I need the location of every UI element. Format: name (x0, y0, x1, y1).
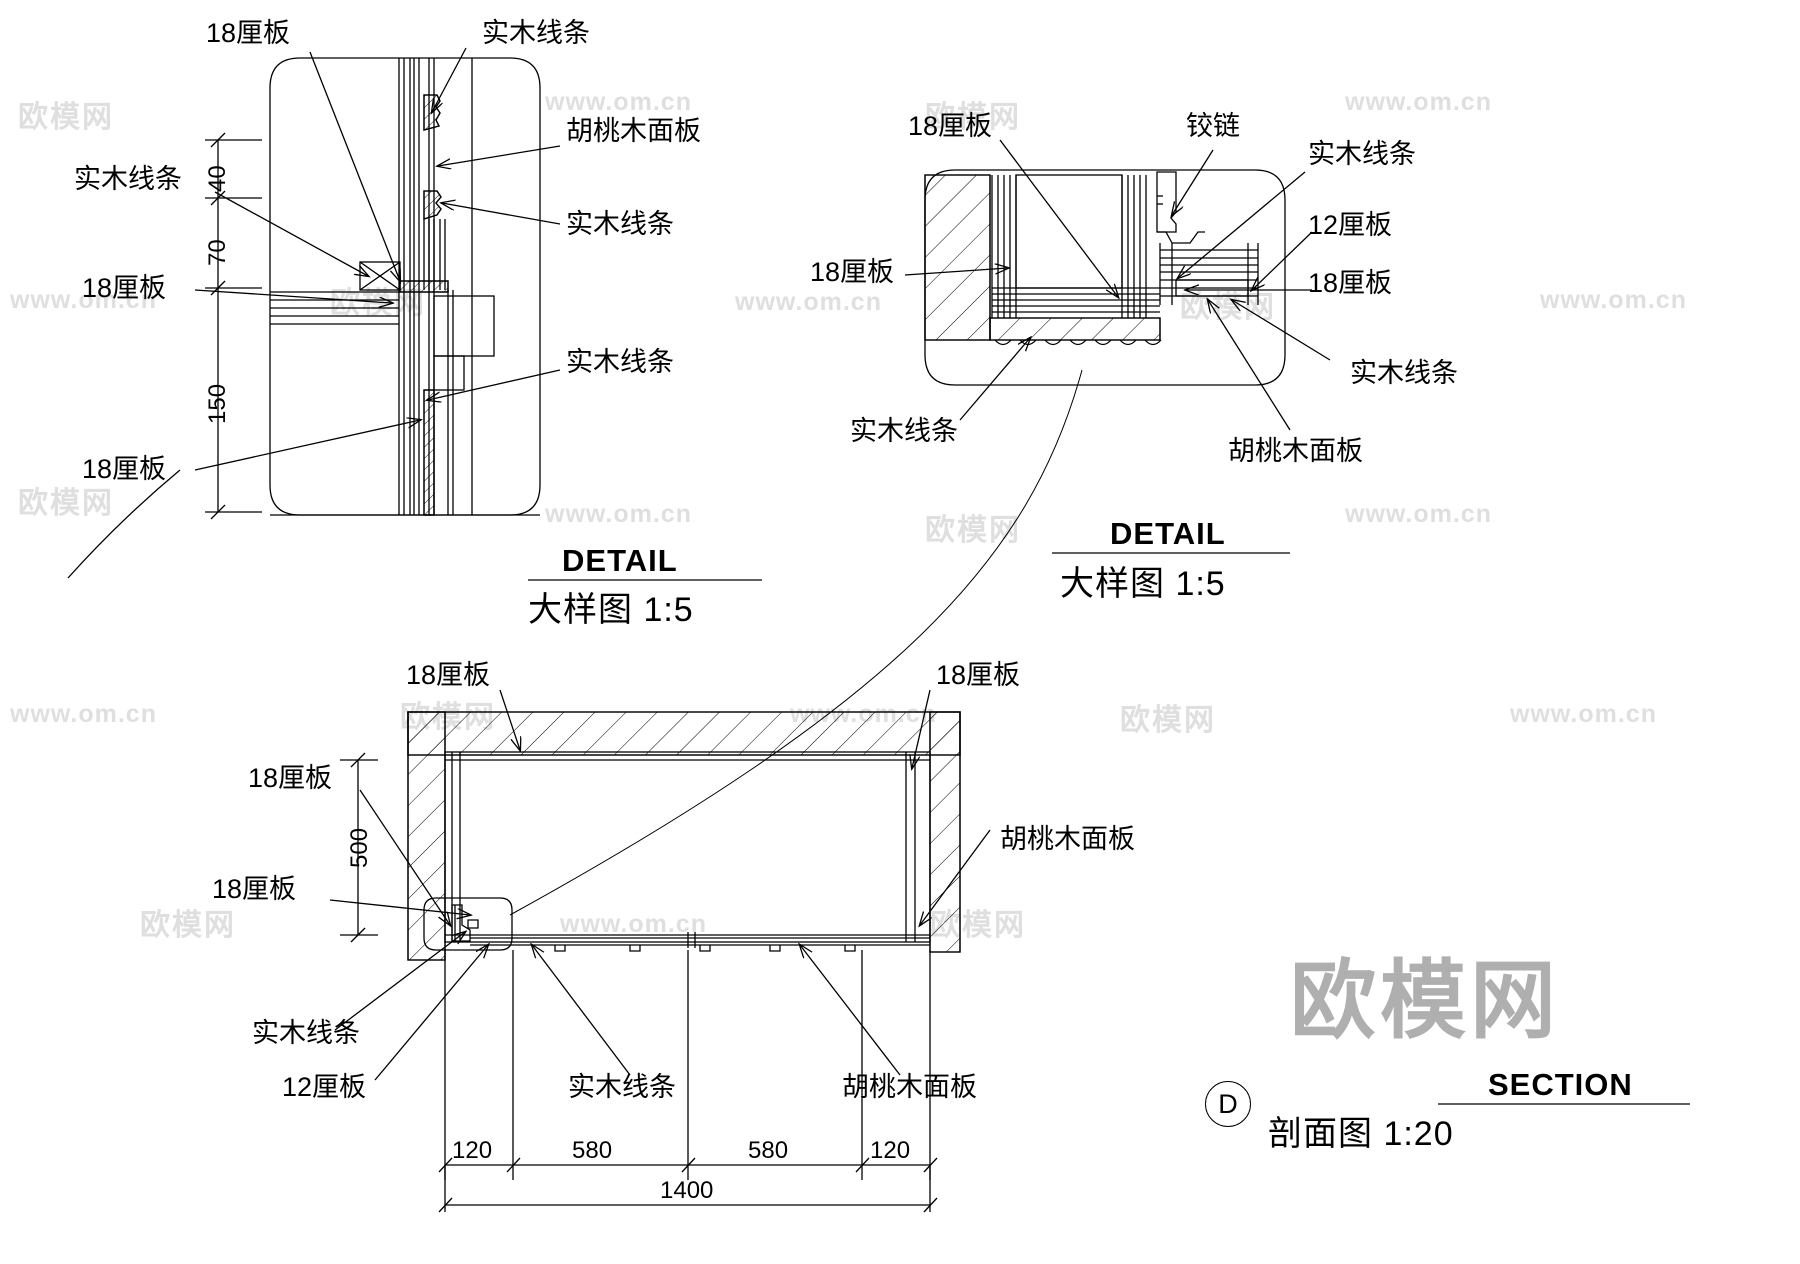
dimension-120-right: 120 (870, 1137, 911, 1164)
dimension-150: 150 (204, 383, 231, 424)
dimension-580-left: 580 (572, 1137, 613, 1164)
label-solid-wood-trim: 实木线条 (566, 209, 674, 239)
label-plywood-18: 18厘板 (1308, 268, 1393, 298)
label-plywood-18: 18厘板 (212, 874, 297, 904)
label-solid-wood-trim: 实木线条 (568, 1072, 676, 1102)
label-plywood-18: 18厘板 (908, 111, 993, 141)
label-walnut-panel: 胡桃木面板 (842, 1072, 977, 1102)
dimension-40: 40 (204, 165, 231, 192)
label-plywood-18: 18厘板 (248, 763, 333, 793)
label-hinge: 铰链 (1186, 111, 1240, 141)
label-plywood-18: 18厘板 (206, 18, 291, 48)
label-plywood-18: 18厘板 (82, 454, 167, 484)
label-solid-wood-trim: 实木线条 (252, 1018, 360, 1048)
label-walnut-panel: 胡桃木面板 (566, 116, 701, 146)
label-solid-wood-trim: 实木线条 (74, 164, 182, 194)
detail-1-title-en: DETAIL (562, 543, 678, 578)
detail-2-geometry (509, 139, 1331, 916)
section-marker-d: D (1205, 1081, 1251, 1127)
dimension-70: 70 (204, 239, 231, 266)
label-plywood-18: 18厘板 (810, 257, 895, 287)
dimension-580-right: 580 (748, 1137, 789, 1164)
dimension-500: 500 (346, 827, 373, 868)
dimension-1400-total: 1400 (660, 1177, 714, 1204)
label-solid-wood-trim: 实木线条 (566, 347, 674, 377)
label-walnut-panel: 胡桃木面板 (1228, 436, 1363, 466)
detail-1-title-cn: 大样图 1:5 (528, 591, 694, 629)
detail-1-geometry (67, 47, 762, 581)
section-title-cn: 剖面图 1:20 (1268, 1115, 1454, 1153)
label-solid-wood-trim: 实木线条 (1308, 139, 1416, 169)
label-walnut-panel: 胡桃木面板 (1000, 824, 1135, 854)
label-plywood-12: 12厘板 (282, 1072, 367, 1102)
label-solid-wood-trim: 实木线条 (482, 18, 590, 48)
section-title-en: SECTION (1488, 1067, 1633, 1102)
section-geometry (329, 689, 1690, 1213)
label-plywood-18: 18厘板 (82, 273, 167, 303)
label-plywood-18: 18厘板 (936, 660, 1021, 690)
detail-2-title-cn: 大样图 1:5 (1060, 565, 1226, 603)
dimension-120-left: 120 (452, 1137, 493, 1164)
label-plywood-12: 12厘板 (1308, 210, 1393, 240)
label-solid-wood-trim: 实木线条 (850, 416, 958, 446)
label-solid-wood-trim: 实木线条 (1350, 358, 1458, 388)
label-plywood-18: 18厘板 (406, 660, 491, 690)
detail-2-title-en: DETAIL (1110, 516, 1226, 551)
